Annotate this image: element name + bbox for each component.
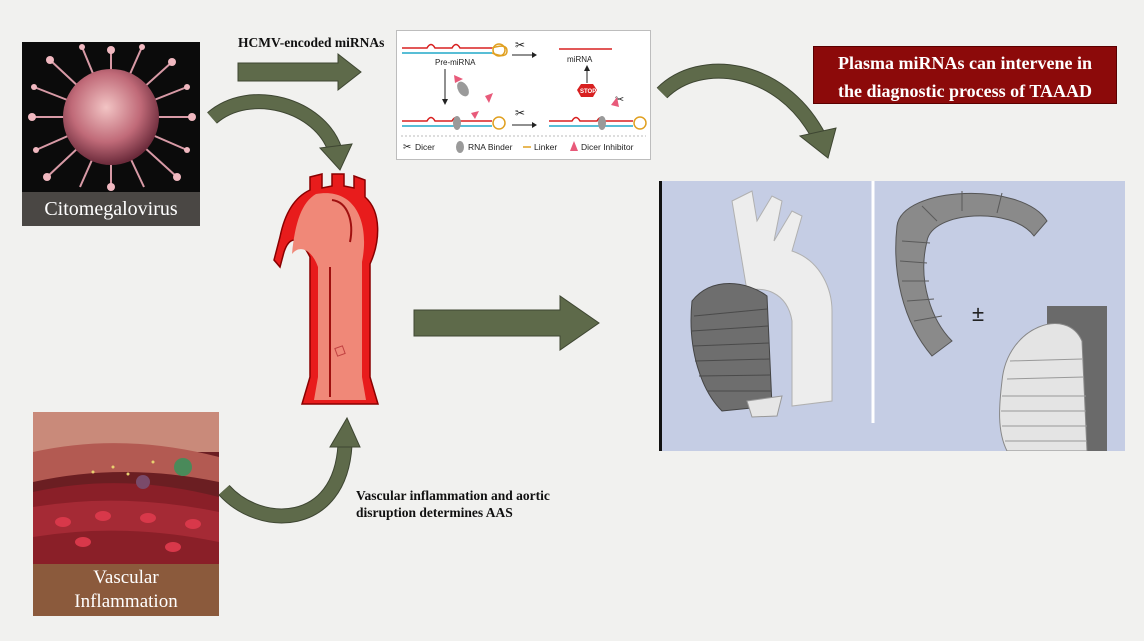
- vascular-inflammation-image: [33, 412, 219, 564]
- svg-text:✂: ✂: [515, 38, 525, 52]
- vascular-inflammation-label: Vascular Inflammation: [33, 564, 219, 616]
- legend-rna-binder: RNA Binder: [468, 142, 513, 152]
- banner-line2: the diagnostic process of TAAAD: [837, 81, 1092, 101]
- arrow-aorta-to-graft: [413, 295, 600, 351]
- curved-arrow-to-graft: [656, 63, 837, 159]
- arrow-to-mirna: [237, 52, 362, 92]
- stop-sign-icon: [577, 84, 597, 97]
- hcmv-mirnas-caption: HCMV-encoded miRNAs: [238, 35, 385, 50]
- legend-dicer-inhibitor: Dicer Inhibitor: [581, 142, 634, 152]
- diagnostic-banner: Plasma miRNAs can intervene in the diagn…: [813, 46, 1117, 104]
- mirna-mechanism-diagram: ✂ miRNA Pre-miRNA STOP ✂ ✂: [396, 30, 651, 160]
- plus-minus-symbol: ±: [972, 301, 984, 326]
- legend-dicer: Dicer: [415, 142, 435, 152]
- aortic-graft-image: ±: [659, 181, 1125, 451]
- vessel-illustration: [33, 412, 219, 564]
- graft-illustration: ±: [662, 181, 1125, 451]
- bottom-caption-line2: disruption determines AAS: [356, 505, 513, 520]
- cytomegalovirus-label-text: Citomegalovirus: [44, 198, 178, 220]
- curved-arrow-virus-to-aorta: [207, 94, 353, 171]
- bottom-caption-line1: Vascular inflammation and aortic: [356, 488, 550, 503]
- svg-text:✂: ✂: [515, 106, 525, 120]
- cytomegalovirus-label: Citomegalovirus: [22, 192, 200, 226]
- cytomegalovirus-image: [22, 42, 200, 192]
- stop-label: STOP: [580, 89, 596, 95]
- mirna-mechanism-svg: ✂ miRNA Pre-miRNA STOP ✂ ✂: [401, 38, 647, 153]
- mirna-label: miRNA: [567, 55, 593, 64]
- legend-linker: Linker: [534, 142, 557, 152]
- svg-text:✂: ✂: [403, 142, 411, 153]
- virus-illustration: [22, 42, 200, 192]
- inflammation-label-line2: Inflammation: [74, 591, 178, 612]
- banner-line1: Plasma miRNAs can intervene in: [838, 53, 1092, 73]
- pre-mirna-label: Pre-miRNA: [435, 58, 476, 67]
- vascular-inflammation-caption: Vascular inflammation and aortic disrupt…: [356, 487, 550, 521]
- curved-arrow-inflammation-to-aorta: [218, 416, 361, 524]
- aorta-illustration: [273, 173, 380, 405]
- svg-text:✂: ✂: [615, 94, 624, 106]
- inflammation-label-line1: Vascular: [93, 567, 159, 588]
